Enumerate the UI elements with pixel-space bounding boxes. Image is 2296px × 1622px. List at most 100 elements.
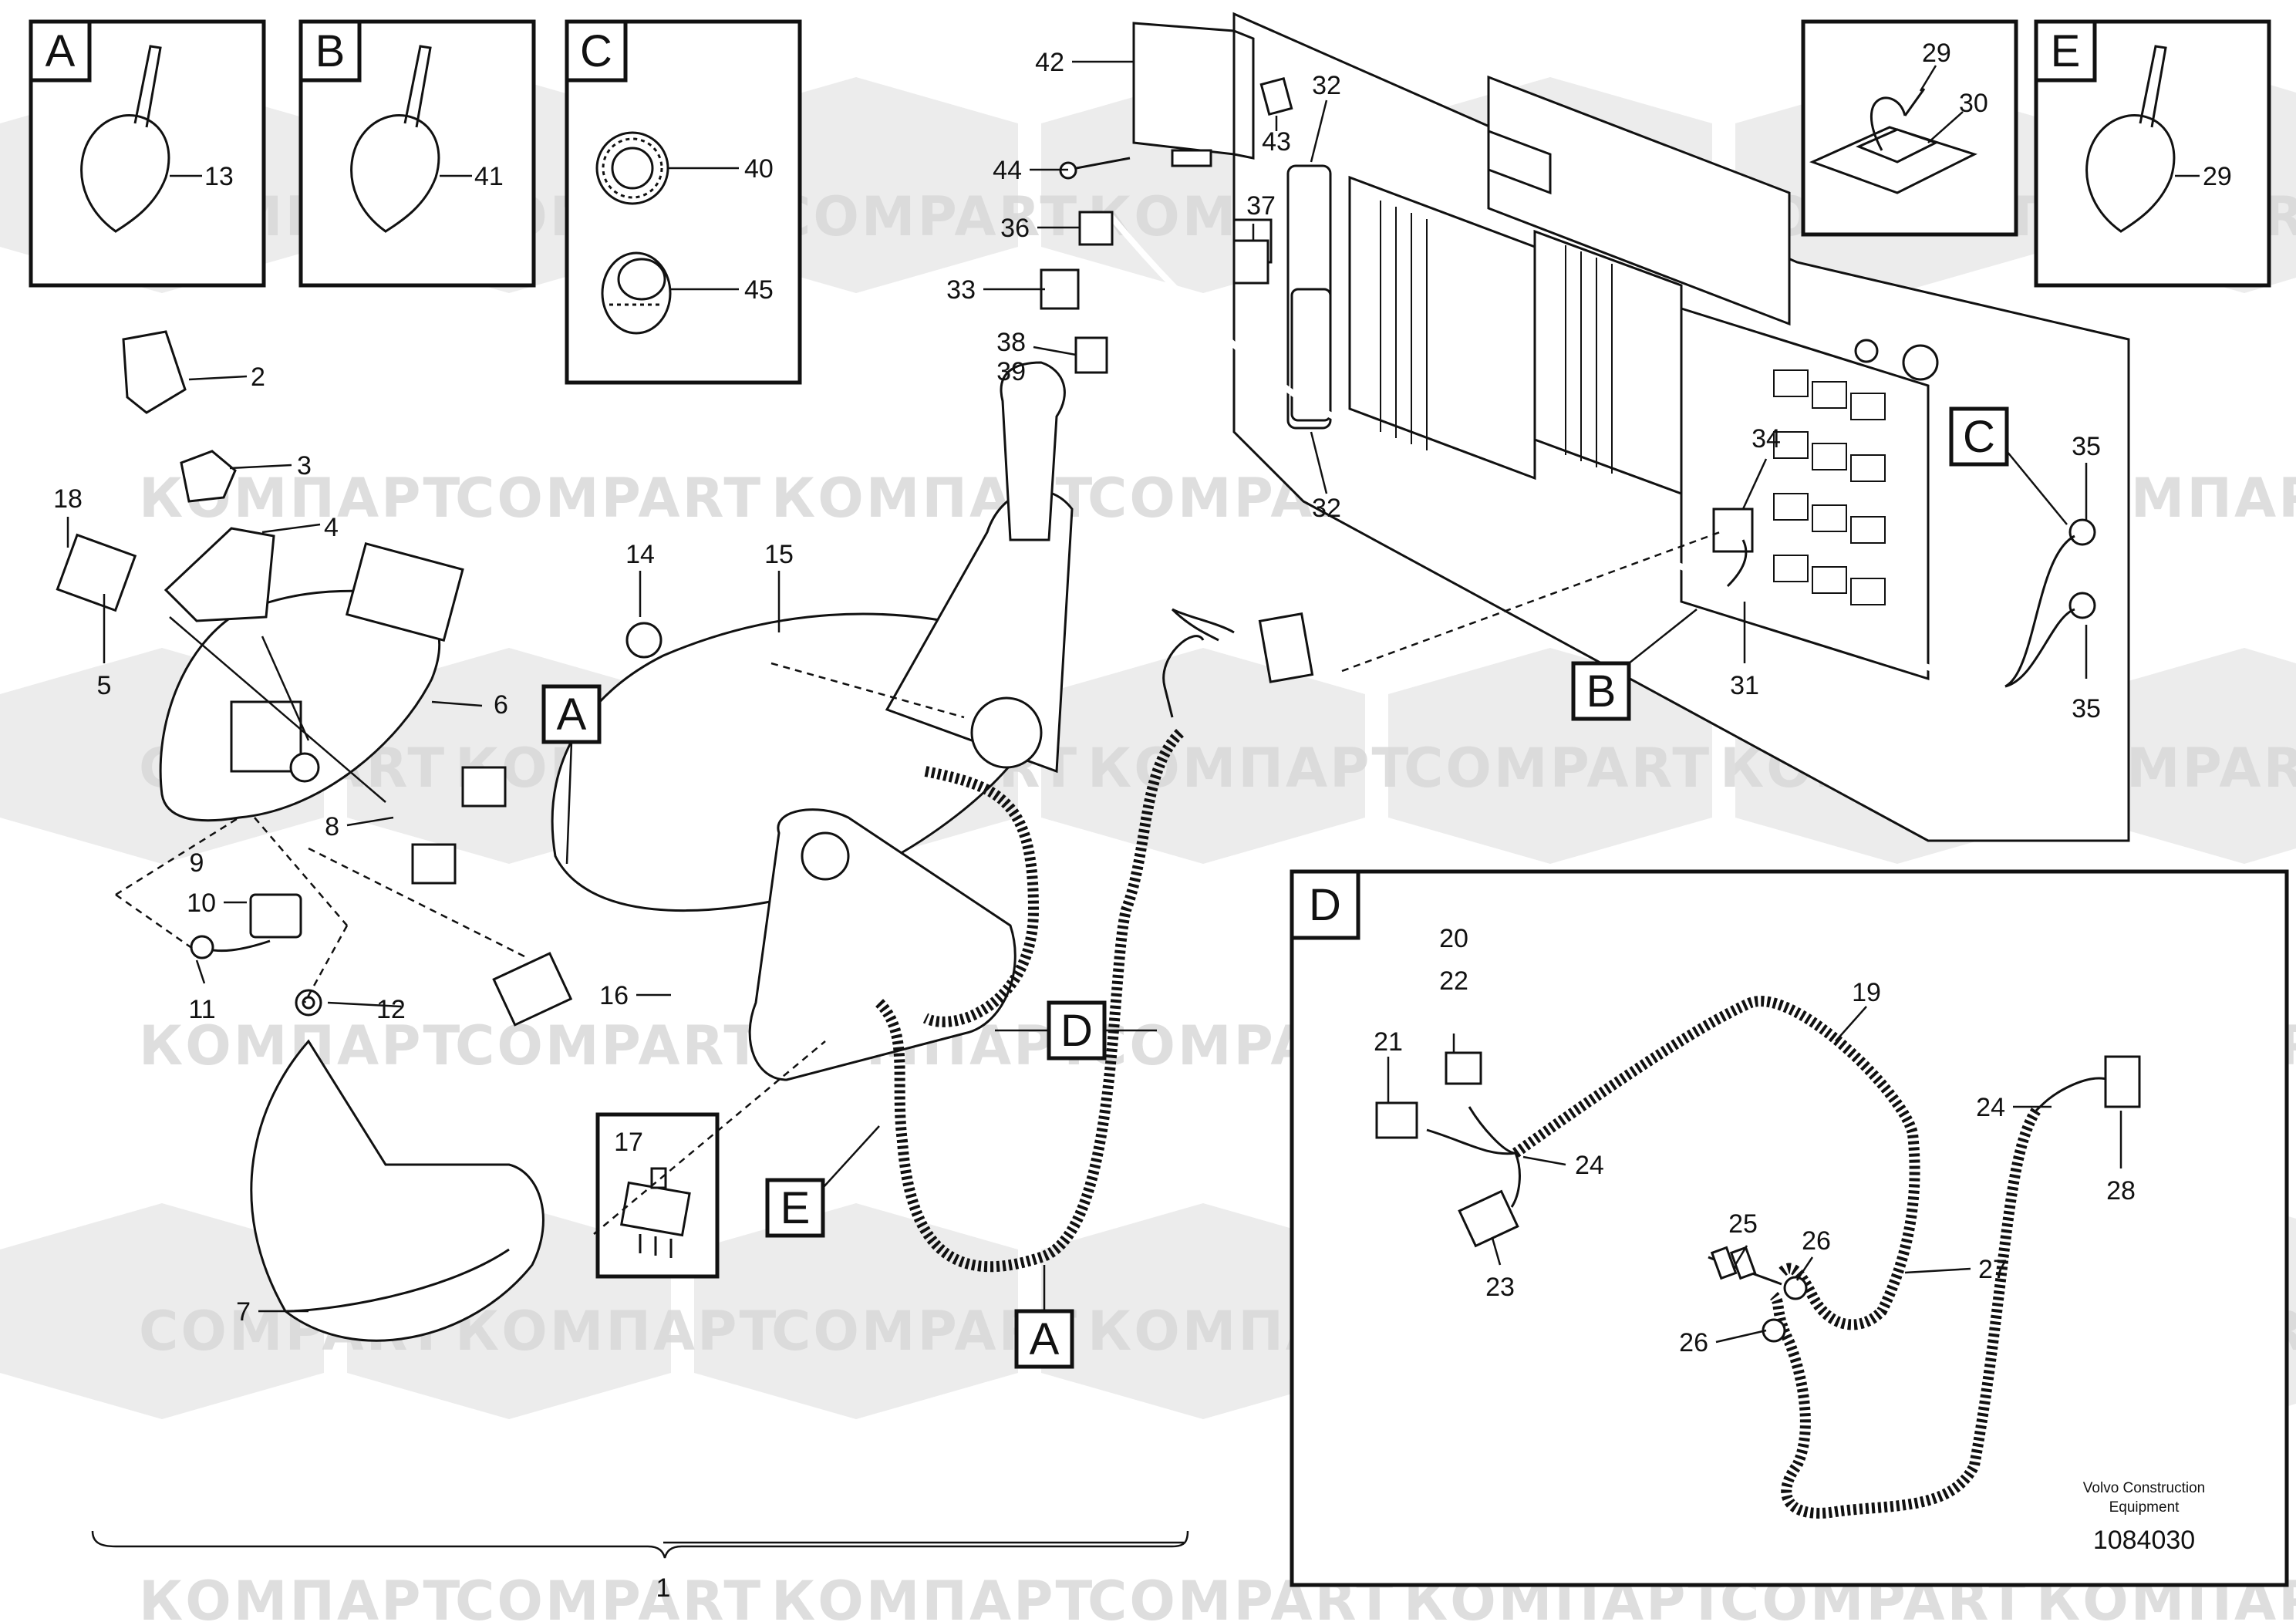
pad-8-icon: [492, 952, 573, 1027]
svg-text:19: 19: [1852, 978, 1881, 1007]
svg-text:4: 4: [324, 513, 339, 542]
part-labels: 1 2 3 4 5 6 7 8 9 10 11 12 14 15 16 17 1…: [53, 48, 2101, 1603]
main-harness: [1108, 214, 2075, 690]
spacer-14-icon: [625, 622, 663, 659]
svg-text:16: 16: [599, 981, 629, 1010]
svg-text:29: 29: [2203, 162, 2232, 191]
svg-text:C: C: [1963, 412, 1995, 462]
svg-text:A: A: [1030, 1314, 1060, 1364]
svg-text:9: 9: [190, 848, 204, 878]
svg-text:COMPART: COMPART: [1404, 737, 1711, 800]
detail-box-c: C 40 45: [565, 19, 802, 385]
connector-6-icon: [411, 766, 507, 885]
connector-33-icon: [1040, 268, 1080, 310]
svg-text:32: 32: [1312, 494, 1341, 523]
svg-text:27: 27: [1978, 1255, 2008, 1284]
svg-text:22: 22: [1439, 966, 1468, 996]
svg-text:Equipment: Equipment: [2109, 1499, 2180, 1516]
svg-text:5: 5: [97, 671, 112, 700]
svg-text:25: 25: [1728, 1209, 1758, 1239]
relay-connector-icon: [1712, 508, 1754, 553]
callout-d: D: [995, 1000, 1157, 1061]
knob-base-icon: [180, 450, 237, 503]
connector-37-icon: [1232, 239, 1269, 285]
detail-letter-b: B: [315, 26, 346, 76]
connector-36-icon: [1078, 211, 1114, 246]
svg-text:29: 29: [1922, 39, 1951, 68]
svg-text:COMPART: COMPART: [455, 1570, 763, 1622]
callout-c: C: [1949, 406, 2068, 525]
svg-text:КОМПАРТ: КОМПАРТ: [771, 1570, 1094, 1622]
svg-text:6: 6: [494, 690, 508, 720]
svg-text:2: 2: [251, 363, 265, 392]
svg-text:33: 33: [946, 275, 976, 305]
svg-text:B: B: [1586, 666, 1617, 717]
svg-text:44: 44: [993, 156, 1022, 185]
ring-nut-icon: [595, 131, 669, 205]
cable-tie-icon: [80, 45, 170, 233]
callout-b: B: [1571, 609, 1698, 721]
svg-text:35: 35: [2072, 694, 2101, 723]
ring-12-icon: [295, 989, 322, 1017]
spacer-43-icon: [1259, 76, 1293, 116]
distribution-panel: [1232, 12, 2130, 842]
document-number: 1084030: [2093, 1526, 2195, 1555]
svg-text:30: 30: [1959, 89, 1988, 118]
svg-text:КОМПАРТ: КОМПАРТ: [455, 1300, 778, 1363]
svg-text:41: 41: [474, 162, 504, 191]
detail-letter-d: D: [1309, 880, 1341, 930]
svg-text:39: 39: [996, 357, 1026, 386]
svg-text:КОМПАРТ: КОМПАРТ: [139, 1570, 462, 1622]
console-assembly: [551, 361, 1074, 1081]
svg-text:23: 23: [1485, 1273, 1515, 1302]
control-unit-icon: [1132, 22, 1255, 167]
armrest-module: [159, 541, 464, 822]
detail-box-e: E 29: [2034, 19, 2271, 288]
svg-text:COMPART: COMPART: [455, 467, 763, 530]
svg-text:36: 36: [1000, 214, 1030, 243]
svg-text:24: 24: [1575, 1151, 1604, 1180]
svg-text:14: 14: [625, 540, 655, 569]
svg-text:COMPART: COMPART: [771, 185, 1079, 248]
cable-tie-icon: [350, 45, 440, 233]
detail-box-b: B 41: [298, 19, 536, 288]
cover-7-icon: [250, 1039, 544, 1342]
console-harness: [875, 608, 1219, 1273]
svg-text:32: 32: [1312, 71, 1341, 100]
svg-text:1: 1: [656, 1573, 671, 1603]
svg-text:A: A: [557, 690, 587, 740]
detail-box-clip: 29 30: [1801, 19, 2018, 237]
gate-plate-icon: [164, 527, 275, 622]
cable-tie-icon: [2085, 45, 2176, 233]
svg-text:35: 35: [2072, 432, 2101, 461]
callout-a-lower: A: [1014, 1265, 1074, 1369]
svg-text:34: 34: [1752, 424, 1781, 454]
svg-text:42: 42: [1035, 48, 1064, 77]
svg-text:Volvo Construction: Volvo Construction: [2083, 1480, 2205, 1496]
svg-text:12: 12: [376, 995, 406, 1024]
svg-text:40: 40: [744, 154, 774, 184]
bulkhead-connector-icon: [2068, 592, 2096, 619]
svg-text:28: 28: [2106, 1176, 2136, 1206]
svg-text:20: 20: [1439, 924, 1468, 953]
connector-9-icon: [190, 893, 302, 959]
switch-18-icon: [56, 533, 137, 612]
detail-letter-a: A: [46, 26, 76, 76]
connector-ring-icon: [1172, 608, 1314, 683]
svg-text:43: 43: [1262, 127, 1291, 157]
svg-text:38: 38: [996, 328, 1026, 357]
detail-box-a: A 13: [29, 19, 266, 288]
svg-text:11: 11: [188, 995, 215, 1024]
svg-text:26: 26: [1679, 1328, 1708, 1357]
svg-text:37: 37: [1246, 191, 1276, 221]
connector-38-icon: [1074, 336, 1108, 374]
svg-text:24: 24: [1976, 1093, 2005, 1122]
svg-text:18: 18: [53, 484, 83, 514]
callout-a-upper: A: [541, 684, 602, 865]
svg-text:31: 31: [1730, 671, 1759, 700]
svg-text:13: 13: [204, 162, 234, 191]
svg-text:3: 3: [297, 451, 312, 481]
svg-text:7: 7: [236, 1297, 251, 1327]
svg-text:D: D: [1060, 1006, 1093, 1056]
